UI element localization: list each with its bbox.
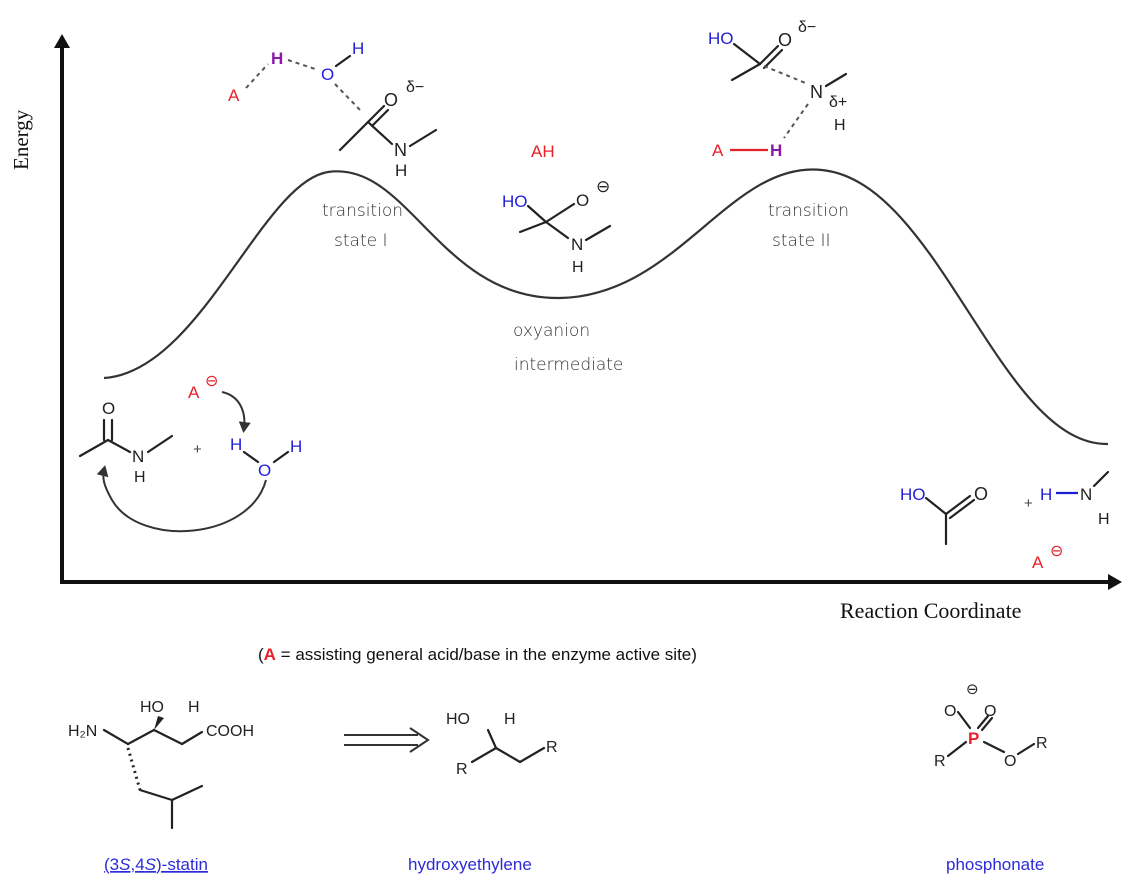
ts2-label: transition <box>768 201 849 221</box>
amine-nh: H <box>1098 511 1110 528</box>
phosphonate-structure: ⊖ O O P R O R <box>934 681 1048 770</box>
ts2-acid: A <box>712 141 724 160</box>
reactants-structure: O N H + A ⊖ H O H <box>78 373 302 533</box>
product-ho: HO <box>900 485 926 504</box>
amine-h: H <box>1040 485 1052 504</box>
ph-p: P <box>968 729 979 748</box>
ts2-h: H <box>770 141 782 160</box>
product-plus: + <box>1024 495 1033 512</box>
ph-o-left: O <box>944 703 956 720</box>
caption: (A = assisting general acid/base in the … <box>258 645 697 664</box>
reactant-base: A <box>188 383 200 402</box>
water-h-right: H <box>290 437 302 456</box>
intermediate-structure: AH HO O ⊖ N H <box>502 142 612 276</box>
intermediate-acid: AH <box>531 142 555 161</box>
ts1-acid: A <box>228 86 240 105</box>
ph-r-left: R <box>934 753 946 770</box>
ts2-carbonyl-o: O <box>778 30 792 50</box>
ts1-water-o: O <box>321 65 334 84</box>
statin-h: H <box>188 699 200 716</box>
transform-arrow <box>344 727 430 753</box>
ph-charge: ⊖ <box>966 681 979 698</box>
intermediate-label: oxyanion <box>513 321 590 341</box>
ts1-nh: H <box>395 161 407 180</box>
statin-cooh: COOH <box>206 723 254 740</box>
amine-n: N <box>1080 485 1092 504</box>
ts2-n: N <box>810 82 823 102</box>
he-h: H <box>504 711 516 728</box>
ts1-n: N <box>394 140 407 160</box>
ts2-ho: HO <box>708 29 734 48</box>
ph-r-right: R <box>1036 735 1048 752</box>
ts1-structure: A H O H O δ− N H <box>228 39 438 180</box>
ts2-nh: H <box>834 117 846 134</box>
ts1-label: transition <box>322 201 403 221</box>
reactant-n: N <box>132 447 144 466</box>
product-o: O <box>974 484 988 504</box>
reactant-nh: H <box>134 469 146 486</box>
ts2-delta-minus: δ− <box>798 19 816 36</box>
ts1-carbonyl-o: O <box>384 90 398 110</box>
he-ho: HO <box>446 711 470 728</box>
reactant-o: O <box>102 399 115 418</box>
y-axis-label: Energy <box>9 109 33 170</box>
product-acid-base: A <box>1032 553 1044 572</box>
ph-o-ester: O <box>1004 753 1016 770</box>
ts2-label-2: state II <box>772 231 831 251</box>
statin-structure: HO H H₂N COOH <box>68 699 254 830</box>
ts2-structure: HO O δ− N δ+ H A H <box>708 19 847 160</box>
product-base-charge: ⊖ <box>1050 543 1063 560</box>
reactant-plus: + <box>193 441 202 458</box>
ts1-h: H <box>271 49 283 68</box>
intermediate-n: N <box>571 235 583 254</box>
ts1-water-h: H <box>352 39 364 58</box>
intermediate-nh: H <box>572 259 584 276</box>
intermediate-label-2: intermediate <box>514 355 623 375</box>
phosphonate-label: phosphonate <box>946 855 1044 874</box>
water-o: O <box>258 461 271 480</box>
products-structure: HO O + H N H A ⊖ <box>900 470 1110 572</box>
water-h-left: H <box>230 435 242 454</box>
reactant-base-charge: ⊖ <box>205 373 218 390</box>
energy-curve <box>103 168 1109 446</box>
statin-ho: HO <box>140 699 164 716</box>
statin-h2n: H₂N <box>68 723 97 740</box>
x-axis-label: Reaction Coordinate <box>840 598 1021 623</box>
intermediate-o: O <box>576 191 589 210</box>
he-r-right: R <box>546 739 558 756</box>
ts1-label-2: state I <box>334 231 387 251</box>
hydroxyethylene-structure: HO H R R <box>446 711 558 778</box>
statin-label: (3S,4S)-statin <box>104 855 208 874</box>
he-r-left: R <box>456 761 468 778</box>
ts2-delta-plus: δ+ <box>829 94 847 111</box>
intermediate-charge: ⊖ <box>596 177 610 196</box>
hydroxyethylene-label: hydroxyethylene <box>408 855 532 874</box>
intermediate-ho: HO <box>502 192 528 211</box>
ts1-delta-minus: δ− <box>406 79 424 96</box>
